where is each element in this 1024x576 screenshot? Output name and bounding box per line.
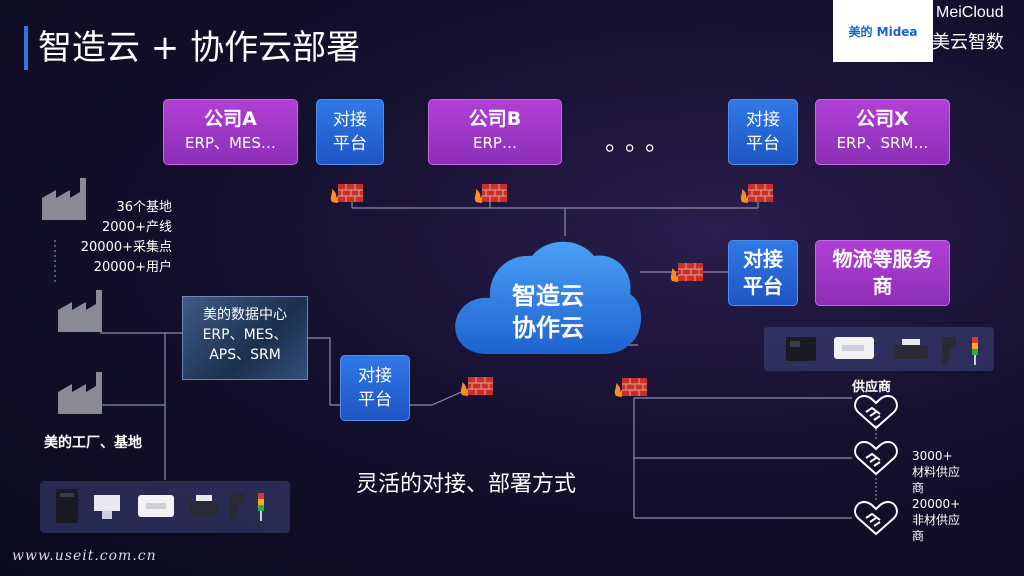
factory-icon	[42, 178, 86, 220]
computer-icon	[94, 495, 120, 519]
stat-bases: 36个基地	[116, 200, 172, 215]
deployment-caption: 灵活的对接、部署方式	[356, 472, 577, 497]
stat-line: 非材供应	[912, 513, 961, 527]
cloud-label: 智造云 协作云	[488, 280, 608, 344]
stat-line: 3000+	[912, 449, 953, 463]
datacenter-label: ERP、MES、	[202, 327, 288, 343]
datacenter-label: 美的数据中心	[203, 307, 287, 323]
firewall-icon	[474, 184, 507, 203]
server-icon	[56, 489, 78, 523]
firewall-icon	[460, 377, 493, 396]
material-supplier-stat: 3000+ 材料供应 商	[912, 448, 960, 496]
footer-url: www.useit.com.cn	[12, 548, 157, 564]
barcode-scanner-icon	[942, 337, 956, 365]
stat-line: 材料供应	[912, 465, 961, 479]
company-systems: ERP…	[473, 134, 517, 152]
firewall-icon	[740, 184, 773, 203]
stat-collection-points: 20000+采集点	[80, 240, 172, 255]
company-name: 公司B	[468, 108, 522, 130]
stat-line: 20000+	[912, 497, 961, 511]
datacenter-label: APS、SRM	[209, 347, 281, 363]
factory-icon	[58, 372, 102, 414]
company-name: 公司X	[856, 108, 909, 130]
brand-chinese: 美云智数	[932, 32, 1004, 53]
dock-label: 对接	[358, 366, 392, 386]
stat-users: 20000+用户	[93, 260, 172, 275]
brand-english: MeiCloud	[936, 4, 1004, 21]
dock-label: 对接	[743, 247, 783, 271]
page-title: 智造云 + 协作云部署	[38, 28, 361, 68]
dock-label: 平台	[333, 134, 367, 154]
dock-label: 平台	[746, 134, 780, 154]
midea-datacenter-box: 美的数据中心 ERP、MES、 APS、SRM	[182, 296, 308, 380]
dock-label: 对接	[746, 110, 780, 130]
stat-line: 商	[912, 481, 925, 495]
printer-icon	[138, 495, 174, 517]
firewall-icon	[614, 378, 647, 397]
company-a-box: 公司A ERP、MES…	[163, 99, 298, 165]
company-b-box: 公司B ERP…	[428, 99, 562, 165]
company-x-box: 公司X ERP、SRM…	[815, 99, 950, 165]
company-systems: ERP、MES…	[185, 134, 276, 152]
dock-platform-logistics: 对接 平台	[728, 240, 798, 306]
dock-label: 对接	[333, 110, 367, 130]
printer-icon	[834, 337, 874, 359]
company-name: 公司A	[204, 108, 257, 130]
firewall-icon	[330, 184, 363, 203]
pos-terminal-icon	[894, 339, 928, 359]
dock-platform-datacenter: 对接 平台	[340, 355, 410, 421]
logistics-provider-box: 物流等服务 商	[815, 240, 950, 306]
supplier-device-strip	[764, 327, 994, 371]
title-accent-bar	[24, 26, 28, 70]
company-systems: ERP、SRM…	[836, 134, 929, 152]
factory-device-strip	[40, 481, 290, 533]
factory-icon	[58, 290, 102, 332]
cloud-icon	[455, 241, 642, 354]
ellipsis: 。。。	[605, 128, 677, 156]
midea-logo: 美的 Midea	[833, 0, 933, 62]
handshake-icon	[854, 500, 898, 536]
cloud-label-line: 智造云	[512, 282, 584, 310]
firewall-icon	[670, 263, 703, 282]
stat-lines: 2000+产线	[102, 220, 172, 235]
dock-label: 平台	[743, 274, 783, 298]
server-icon	[786, 337, 816, 361]
factory-label: 美的工厂、基地	[44, 435, 142, 451]
signal-tower-icon	[258, 493, 264, 521]
handshake-icon	[854, 440, 898, 476]
logistics-label: 物流等服务	[832, 247, 933, 271]
dock-platform-x: 对接 平台	[728, 99, 798, 165]
barcode-scanner-icon	[230, 493, 244, 521]
dock-label: 平台	[358, 390, 392, 410]
signal-tower-icon	[972, 337, 978, 365]
dock-platform-a: 对接 平台	[316, 99, 384, 165]
logistics-label: 商	[872, 274, 893, 298]
factory-stats: 36个基地 2000+产线 20000+采集点 20000+用户	[64, 198, 172, 282]
cloud-label-line: 协作云	[512, 314, 584, 342]
handshake-icon	[854, 394, 898, 430]
suppliers-title: 供应商	[852, 380, 892, 395]
stat-line: 商	[912, 529, 925, 543]
non-material-supplier-stat: 20000+ 非材供应 商	[912, 496, 960, 544]
pos-terminal-icon	[190, 495, 218, 515]
